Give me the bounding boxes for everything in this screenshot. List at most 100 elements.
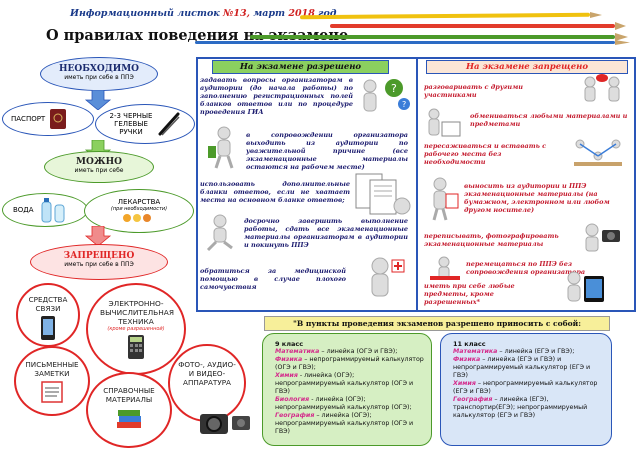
grade11-text-2: – линейка (ЕГЭ и ГВЭ) и непрограммируемы… [453, 356, 591, 379]
issue-month: март [253, 8, 286, 19]
pills-icon [123, 214, 151, 222]
grade11-line-3: Химия – непрограммируемый калькулятор (Е… [453, 380, 605, 396]
pen-icon [158, 112, 180, 136]
passport-icon [50, 109, 67, 129]
photo-circle: ФОТО-, АУДИО- И ВИДЕО-АППАРАТУРА [168, 344, 246, 422]
medicine-note: (при необходимости) [110, 206, 168, 212]
reference-circle: СПРАВОЧНЫЕ МАТЕРИАЛЫ [86, 372, 172, 448]
grade11-subject-4: География [453, 396, 493, 403]
pencil-tips-icon [590, 12, 630, 45]
grade11-text-4: – линейка (ЕГЭ), транспортир(ЕГЭ); непро… [453, 396, 588, 419]
forbidden-item-1: разговаривать с другими участниками [424, 83, 524, 99]
grade9-line-2: Физика – непрограммируемый калькулятор (… [275, 356, 425, 372]
electronics-label: ЭЛЕКТРОННО-ВЫЧИСЛИТЕЛЬНАЯ ТЕХНИКА [100, 299, 174, 326]
running-person-icon [206, 214, 233, 252]
forbidden-item-4: выносить из аудитории и ППЭ экзаменацион… [464, 182, 610, 214]
allowed-item-2: в сопровождении организатора выходить из… [246, 131, 408, 171]
grade9-text-1: – линейка (ОГЭ и ГВЭ); [319, 348, 398, 355]
grade11-line-1: Математика – линейка (ЕГЭ и ГВЭ); [453, 348, 605, 356]
allowed-subtitle: иметь при себе [74, 167, 124, 174]
grade11-subject-1: Математика [453, 348, 498, 355]
grade11-subject-3: Химия [453, 380, 476, 387]
grade11-line-2: Физика – линейка (ЕГЭ и ГВЭ) и непрограм… [453, 356, 605, 380]
answer-sheets-icon [355, 173, 411, 215]
passport-item: ПАСПОРТ [2, 102, 94, 136]
grade9-text-4: - линейка (ОГЭ); непрограммируемый кальк… [275, 396, 412, 411]
carrying-person-icon [432, 177, 459, 221]
grade9-line-1: Математика – линейка (ОГЭ и ГВЭ); [275, 348, 425, 356]
forbidden-badge: ЗАПРЕЩЕНО иметь при себе в ППЭ [30, 244, 168, 280]
bring-heading: "В пункты проведения экзаменов разрешено… [264, 316, 610, 331]
photo-label: ФОТО-, АУДИО- И ВИДЕО-АППАРАТУРА [178, 360, 236, 387]
pencil-green-icon [250, 35, 615, 39]
electronics-note: (кроме разрешенной) [107, 326, 165, 332]
grade9-subject-5: География [275, 412, 315, 419]
issue-year: 2018 [288, 8, 315, 19]
grade9-text-5: – линейка (ОГЭ); непрограммируемый кальк… [275, 412, 414, 435]
allowed-item-4: досрочно завершить выполнение работы, сд… [244, 217, 408, 249]
forbidden-item-7: иметь при себе любые предметы, кроме раз… [424, 282, 515, 306]
water-item: ВОДА [2, 193, 88, 227]
pencil-red-icon [330, 24, 615, 28]
water-label: ВОДА [13, 206, 34, 214]
allowed-item-5: обратиться за медицинской помощью в случ… [200, 267, 346, 291]
escort-person-icon [430, 256, 460, 280]
allowed-heading: На экзамене разрешено [212, 60, 389, 74]
issue-line: Информационный листок №13, март 2018 год [70, 8, 336, 19]
page-title: О правилах поведения на экзамене [46, 27, 349, 44]
question-person-icon: ? ? [363, 79, 410, 112]
grade9-text-3: - линейка (ОГЭ); непрограммируемый кальк… [275, 372, 414, 395]
allowed-title: МОЖНО [76, 157, 122, 167]
issue-prefix: Информационный листок [70, 8, 220, 19]
grade9-subject-4: Биология [275, 396, 310, 403]
communication-label: СРЕДСТВА СВЯЗИ [28, 295, 68, 313]
issue-number: №13, [223, 8, 250, 19]
allowed-badge: МОЖНО иметь при себе [44, 151, 154, 183]
necessary-subtitle: иметь при себе в ППЭ [64, 74, 134, 81]
camera-icon [200, 414, 250, 434]
forbidden-item-2: обмениваться любыми материалами и предме… [470, 112, 628, 128]
grade11-line-4: География – линейка (ЕГЭ), транспортир(Е… [453, 396, 605, 420]
necessary-title: НЕОБХОДИМО [58, 64, 140, 74]
notebook-icon [41, 381, 63, 403]
talking-people-icon [584, 74, 620, 102]
pencil-blue-icon [195, 41, 615, 44]
grade11-title: 11 класс [453, 340, 486, 348]
grade11-text-1: – линейка (ЕГЭ и ГВЭ); [497, 348, 575, 355]
pens-label: 2-3 ЧЕРНЫЕ ГЕЛЕВЫЕ РУЧКИ [109, 112, 153, 136]
allowed-item-3: использовать дополнительные бланки ответ… [200, 180, 350, 204]
grade9-text-2: – непрограммируемый калькулятор (ОГЭ и Г… [275, 356, 424, 371]
phone-icon [41, 316, 55, 340]
grade9-title: 9 класс [275, 340, 304, 348]
forbidden-item-3: пересаживаться и вставать с рабочего мес… [424, 142, 547, 166]
passport-label: ПАСПОРТ [11, 115, 46, 123]
books-icon [117, 410, 141, 428]
forbidden-item-6: перемещаться по ППЭ без сопровождения ор… [466, 260, 586, 276]
notes-circle: ПИСЬМЕННЫЕ ЗАМЕТКИ [14, 346, 90, 416]
grade9-box: 9 класс Математика – линейка (ОГЭ и ГВЭ)… [262, 333, 432, 446]
grade9-subject-1: Математика [275, 348, 320, 355]
walking-person-icon [208, 126, 234, 169]
grade11-text-3: – непрограммируемый калькулятор (ЕГЭ и Г… [453, 380, 598, 395]
grade9-line-3: Химия - линейка (ОГЭ); непрограммируемый… [275, 372, 425, 396]
forbidden-item-5: переписывать, фотографировать экзаменаци… [424, 232, 559, 248]
svg-text:?: ? [391, 82, 397, 95]
issue-suffix: год [318, 8, 337, 19]
arrow-down-icon-3 [84, 226, 112, 246]
exchange-icon [428, 108, 461, 137]
grade9-subject-3: Химия [275, 372, 298, 379]
medicine-label: ЛЕКАРСТВА [117, 198, 161, 206]
calculator-icon [128, 335, 144, 359]
electronics-circle: ЭЛЕКТРОННО-ВЫЧИСЛИТЕЛЬНАЯ ТЕХНИКА (кроме… [86, 283, 186, 375]
grade11-box: 11 класс Математика – линейка (ЕГЭ и ГВЭ… [440, 333, 612, 446]
necessary-badge: НЕОБХОДИМО иметь при себе в ППЭ [40, 57, 158, 91]
forbidden-title: ЗАПРЕЩЕНО [63, 251, 135, 261]
grade9-line-4: Биология - линейка (ОГЭ); непрограммируе… [275, 396, 425, 412]
water-bottle-icon [41, 198, 65, 223]
allowed-item-1: задавать вопросы организаторам в аудитор… [200, 76, 353, 116]
notes-label: ПИСЬМЕННЫЕ ЗАМЕТКИ [25, 360, 79, 378]
forbidden-subtitle: иметь при себе в ППЭ [64, 261, 134, 268]
moving-chairs-icon [574, 139, 622, 166]
grade11-subject-2: Физика [453, 356, 481, 363]
svg-text:?: ? [402, 100, 406, 109]
